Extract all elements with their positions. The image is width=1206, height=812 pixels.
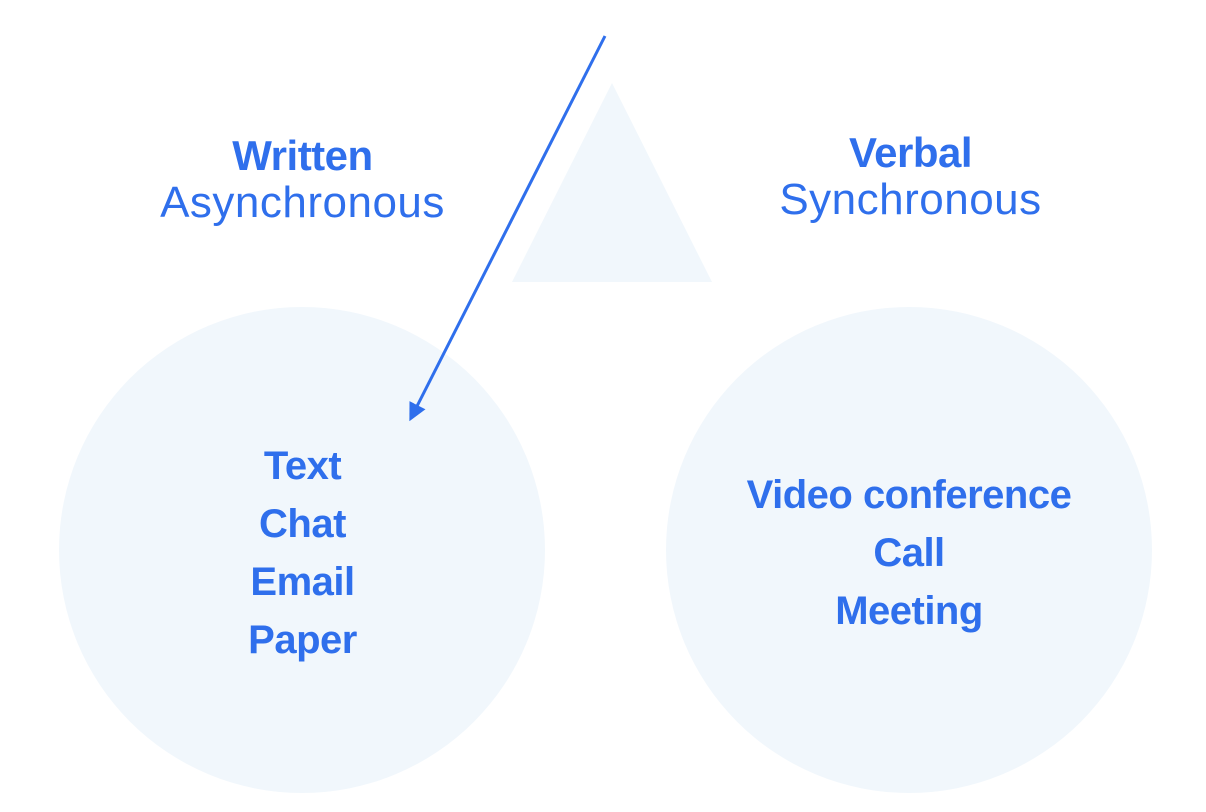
list-item-paper: Paper: [248, 618, 357, 662]
written-items-list: Text Chat Email Paper: [140, 437, 465, 669]
verbal-subtitle: Synchronous: [779, 175, 1042, 225]
list-item-call: Call: [873, 531, 945, 575]
list-item-chat: Chat: [259, 502, 346, 546]
written-heading: Written Asynchronous: [120, 132, 485, 228]
written-title: Written: [232, 132, 373, 179]
verbal-items-list: Video conference Call Meeting: [688, 466, 1130, 640]
pointer-triangle: [512, 83, 712, 282]
verbal-circle: [666, 307, 1152, 793]
list-item-text: Text: [263, 444, 342, 488]
list-item-video-conference: Video conference: [746, 473, 1072, 517]
verbal-title: Verbal: [848, 129, 973, 176]
arrow: [409, 35, 607, 422]
list-item-email: Email: [250, 560, 355, 604]
written-circle: [59, 307, 545, 793]
verbal-heading: Verbal Synchronous: [728, 129, 1093, 225]
list-item-meeting: Meeting: [835, 589, 983, 633]
written-subtitle: Asynchronous: [160, 178, 445, 228]
